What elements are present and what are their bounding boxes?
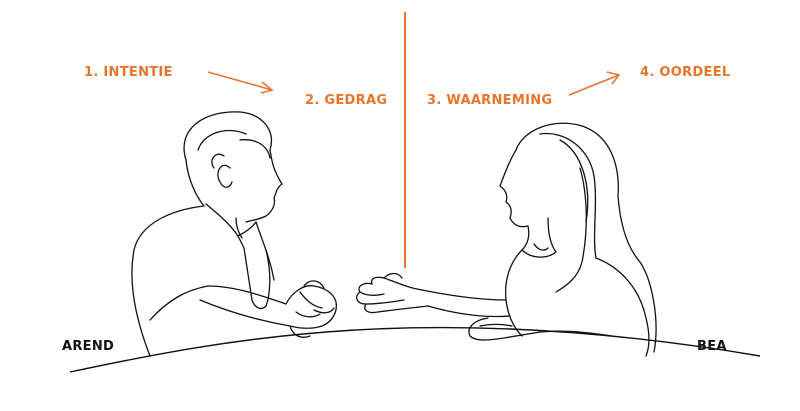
- arrow-waarneming-to-oordeel: [568, 71, 621, 96]
- arend-figure: [131, 111, 338, 357]
- arrow-intentie-to-gedrag: [207, 71, 274, 94]
- step-intention-label: 1. INTENTIE: [84, 65, 173, 80]
- step-judgment-label: 4. OORDEEL: [640, 65, 731, 80]
- step-behavior-label: 2. GEDRAG: [305, 93, 388, 108]
- table-edge: [69, 326, 761, 373]
- person-left-name: AREND: [62, 339, 115, 354]
- step-perception-label: 3. WAARNEMING: [427, 93, 553, 108]
- person-right-name: BEA: [697, 339, 727, 354]
- bea-figure: [355, 122, 657, 357]
